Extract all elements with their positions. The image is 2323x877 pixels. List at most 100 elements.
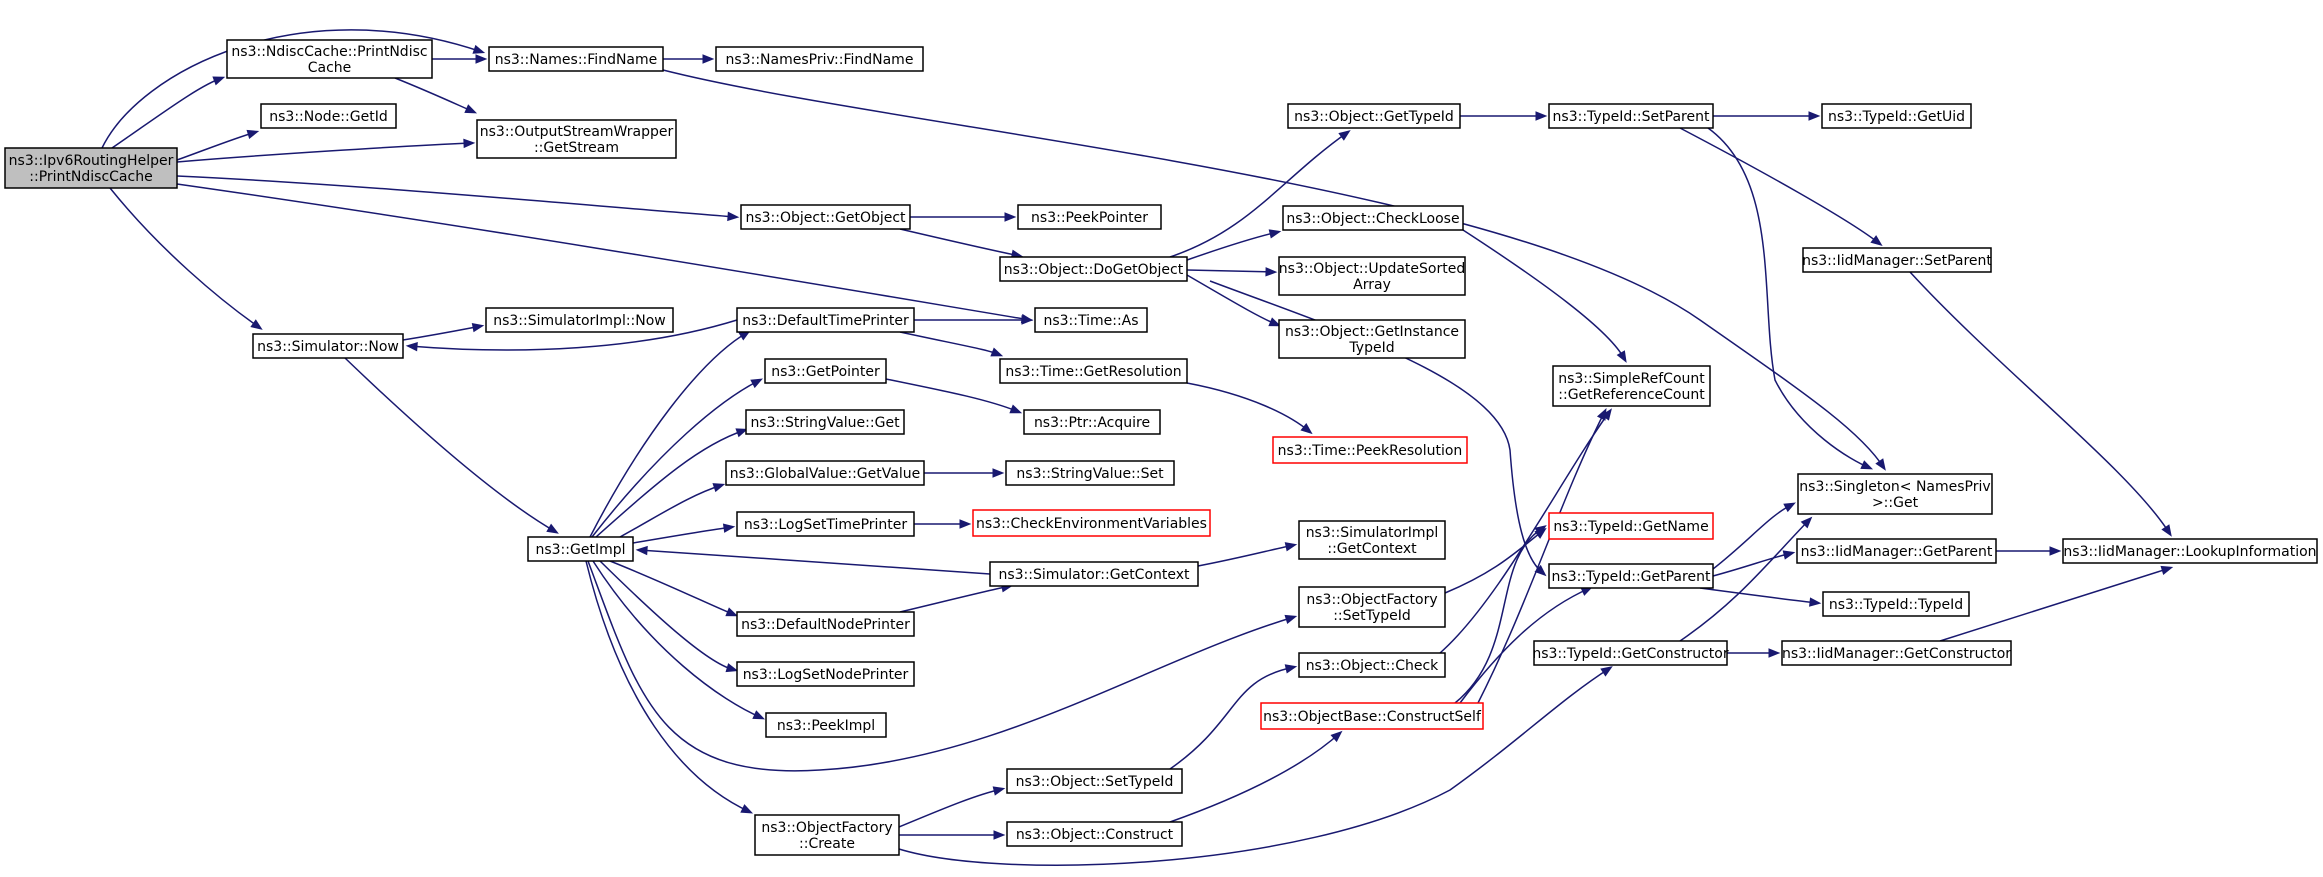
node-obj-check[interactable]: ns3::Object::Check <box>1298 652 1446 678</box>
node-box <box>736 661 915 687</box>
arrowhead <box>1768 648 1781 658</box>
node-objfactory-settypeid[interactable]: ns3::ObjectFactory::SetTypeId <box>1298 586 1446 628</box>
node-osw-getstream[interactable]: ns3::OutputStreamWrapper::GetStream <box>476 119 677 159</box>
node-typeid-setparent[interactable]: ns3::TypeId::SetParent <box>1548 103 1714 129</box>
node-simimpl-now[interactable]: ns3::SimulatorImpl::Now <box>485 307 674 333</box>
node-node-getid[interactable]: ns3::Node::GetId <box>260 103 397 129</box>
call-edge-iid_getparent-to-iid_lookup <box>1996 546 2062 556</box>
node-peekpointer[interactable]: ns3::PeekPointer <box>1017 204 1162 230</box>
arrowhead <box>475 54 488 64</box>
node-defaultnodeprinter[interactable]: ns3::DefaultNodePrinter <box>736 611 915 637</box>
node-namespriv-find[interactable]: ns3::NamesPriv::FindName <box>715 46 924 72</box>
node-objfactory-create[interactable]: ns3::ObjectFactory::Create <box>754 814 900 856</box>
node-stringvalue-get[interactable]: ns3::StringValue::Get <box>745 409 905 435</box>
edge-line <box>1707 127 1871 469</box>
node-label: ns3::Object::DoGetObject <box>1004 262 1184 278</box>
node-typeid-getuid[interactable]: ns3::TypeId::GetUid <box>1821 103 1972 129</box>
node-box <box>1282 205 1464 231</box>
node-sim-now[interactable]: ns3::Simulator::Now <box>252 333 404 359</box>
edge-line <box>1712 503 1794 570</box>
call-edge-obj_dogetobject-to-obj_updatesorted <box>1186 267 1278 277</box>
node-typeid-getctor[interactable]: ns3::TypeId::GetConstructor <box>1532 640 1729 666</box>
edge-line <box>585 560 751 813</box>
call-edge-objbase_construct-to-typeid_getname <box>1454 525 1547 704</box>
arrowhead <box>1009 404 1023 414</box>
node-singleton-get[interactable]: ns3::Singleton< NamesPriv >::Get <box>1797 473 1993 515</box>
node-obj-checkloose[interactable]: ns3::Object::CheckLoose <box>1282 205 1464 231</box>
node-box <box>736 511 915 537</box>
node-box <box>999 358 1188 384</box>
node-logsetnodeprinter[interactable]: ns3::LogSetNodePrinter <box>736 661 915 687</box>
call-edge-typeid_getctor-to-singleton_get <box>1679 516 1813 642</box>
node-box <box>4 147 178 189</box>
node-time-as[interactable]: ns3::Time::As <box>1034 307 1148 333</box>
node-box <box>476 119 677 159</box>
node-typeid-getname[interactable]: ns3::TypeId::GetName <box>1548 512 1714 540</box>
node-box <box>1821 103 1972 129</box>
node-simrefcount[interactable]: ns3::SimpleRefCount::GetReferenceCount <box>1552 365 1711 407</box>
edge-line <box>638 549 991 575</box>
node-obj-construct[interactable]: ns3::Object::Construct <box>1006 821 1183 847</box>
node-iid-getparent[interactable]: ns3::IidManager::GetParent <box>1796 538 1997 564</box>
node-obj-dogetobject[interactable]: ns3::Object::DoGetObject <box>999 256 1188 282</box>
node-simimpl-getctx[interactable]: ns3::SimulatorImpl::GetContext <box>1298 520 1446 560</box>
node-obj-gettypeid[interactable]: ns3::Object::GetTypeId <box>1287 103 1461 129</box>
node-objbase-construct[interactable]: ns3::ObjectBase::ConstructSelf <box>1260 702 1484 730</box>
node-box <box>736 307 915 333</box>
node-iid-getctor[interactable]: ns3::IidManager::GetConstructor <box>1781 640 2012 666</box>
node-time-peekres[interactable]: ns3::Time::PeekResolution <box>1272 436 1468 464</box>
edge-line <box>1439 410 1611 654</box>
node-label: ns3::PeekImpl <box>777 718 875 734</box>
node-ndisc-print[interactable]: ns3::NdiscCache::PrintNdiscCache <box>226 39 433 79</box>
node-label: TypeId <box>1348 340 1394 356</box>
node-label: ns3::Simulator::GetContext <box>998 567 1190 583</box>
node-iid-lookup[interactable]: ns3::IidManager::LookupInformation <box>2062 538 2318 564</box>
call-edge-iid_setparent-to-iid_lookup <box>1909 271 2172 537</box>
edge-line <box>885 378 1020 413</box>
node-sim-getctx[interactable]: ns3::Simulator::GetContext <box>989 561 1199 587</box>
edge-line <box>1462 229 1626 361</box>
node-names-find[interactable]: ns3::Names::FindName <box>488 46 664 72</box>
node-ptr-acquire[interactable]: ns3::Ptr::Acquire <box>1023 409 1161 435</box>
node-iid-setparent[interactable]: ns3::IidManager::SetParent <box>1802 247 1992 273</box>
node-typeid-typeid[interactable]: ns3::TypeId::TypeId <box>1822 591 1970 617</box>
arrowhead <box>1875 458 1886 471</box>
node-defaulttimeprinter[interactable]: ns3::DefaultTimePrinter <box>736 307 915 333</box>
edge-line <box>662 69 1885 469</box>
node-stringvalue-set[interactable]: ns3::StringValue::Set <box>1005 460 1175 486</box>
node-checkenv[interactable]: ns3::CheckEnvironmentVariables <box>972 509 1211 537</box>
node-label: ns3::Simulator::Now <box>257 339 399 355</box>
node-box <box>764 358 887 384</box>
call-edge-obj_construct-to-objbase_construct <box>1169 730 1343 823</box>
edge-line <box>1169 732 1341 823</box>
node-label: >::Get <box>1872 495 1919 511</box>
node-getpointer[interactable]: ns3::GetPointer <box>764 358 887 384</box>
arrowhead <box>1616 350 1627 363</box>
node-root[interactable]: ns3::Ipv6RoutingHelper::PrintNdiscCache <box>4 147 178 189</box>
node-getimpl[interactable]: ns3::GetImpl <box>527 536 634 562</box>
node-globalvalue-get[interactable]: ns3::GlobalValue::GetValue <box>725 460 925 486</box>
node-box <box>488 46 664 72</box>
node-peekimpl[interactable]: ns3::PeekImpl <box>765 712 887 738</box>
node-label: ::Create <box>799 836 855 852</box>
call-edge-iid_getctor-to-iid_lookup <box>1939 565 2174 642</box>
node-logsettimeprinter[interactable]: ns3::LogSetTimePrinter <box>736 511 915 537</box>
arrowhead <box>1600 666 1613 677</box>
arrowhead <box>1265 267 1278 277</box>
node-box <box>1006 821 1183 847</box>
node-obj-settypeid[interactable]: ns3::Object::SetTypeId <box>1006 768 1183 794</box>
node-time-getres[interactable]: ns3::Time::GetResolution <box>999 358 1188 384</box>
node-box <box>1006 768 1183 794</box>
edge-line <box>1186 274 1279 326</box>
node-typeid-getparent[interactable]: ns3::TypeId::GetParent <box>1548 563 1714 589</box>
arrowhead <box>1534 525 1547 536</box>
edge-line <box>592 560 763 719</box>
edge-line <box>109 187 261 329</box>
call-edge-getimpl-to-objfactory_create <box>585 560 754 814</box>
node-box <box>1034 307 1148 333</box>
node-obj-getobject[interactable]: ns3::Object::GetObject <box>740 204 911 230</box>
edge-line <box>632 526 733 544</box>
call-edge-typeid_setparent-to-iid_setparent <box>1679 127 1883 247</box>
